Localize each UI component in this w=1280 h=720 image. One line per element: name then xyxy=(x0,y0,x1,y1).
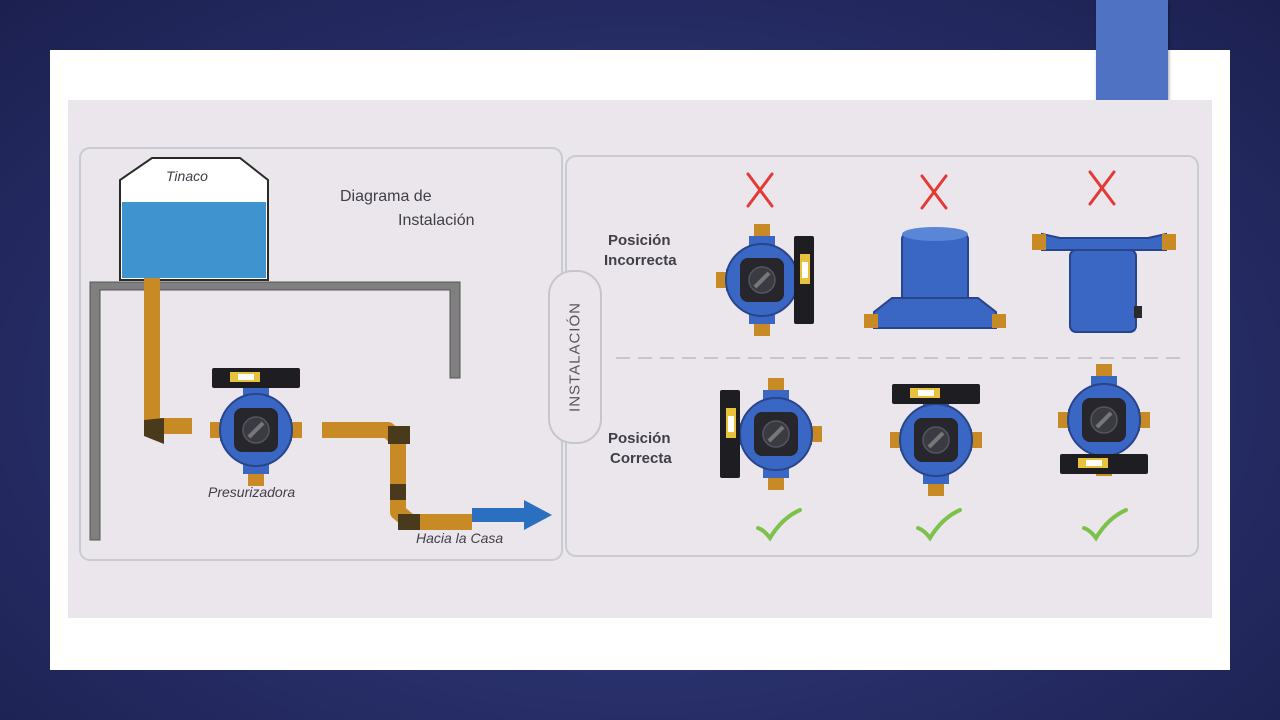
incorrect-label-line2: Incorrecta xyxy=(604,252,677,269)
check-mark-icon xyxy=(1082,508,1128,540)
pump-icon xyxy=(1057,363,1151,477)
diagram-title-line1: Diagrama de xyxy=(340,188,432,205)
installation-photo: Tinaco Diagrama de Instalación Presuriza… xyxy=(68,100,1212,618)
cross-mark-icon xyxy=(746,172,774,208)
cross-mark-icon xyxy=(1088,170,1116,206)
pump-icon xyxy=(720,377,823,491)
flow-label: Hacia la Casa xyxy=(416,530,504,546)
section-label: INSTALACIÓN xyxy=(566,302,584,412)
pipe xyxy=(144,278,472,530)
pump-label: Presurizadora xyxy=(208,484,296,500)
incorrect-label-line1: Posición xyxy=(608,232,671,249)
pump-icon xyxy=(209,368,303,487)
diagram-title-line2: Instalación xyxy=(398,212,475,229)
cross-mark-icon xyxy=(920,174,948,210)
water-tank-icon xyxy=(119,157,269,281)
pump-icon xyxy=(1032,232,1176,333)
section-tag: INSTALACIÓN xyxy=(548,270,602,444)
flow-arrow-icon xyxy=(472,500,552,530)
pump-icon xyxy=(889,383,983,497)
pump-icon xyxy=(864,227,1006,329)
correct-label-line1: Posición xyxy=(608,430,671,447)
check-mark-icon xyxy=(756,508,802,540)
pump-icon xyxy=(715,223,814,337)
right-panel-frame xyxy=(565,155,1199,557)
tank-label: Tinaco xyxy=(166,168,208,184)
correct-label-line2: Correcta xyxy=(610,450,672,467)
tank-stand xyxy=(89,281,461,541)
check-mark-icon xyxy=(916,508,962,540)
